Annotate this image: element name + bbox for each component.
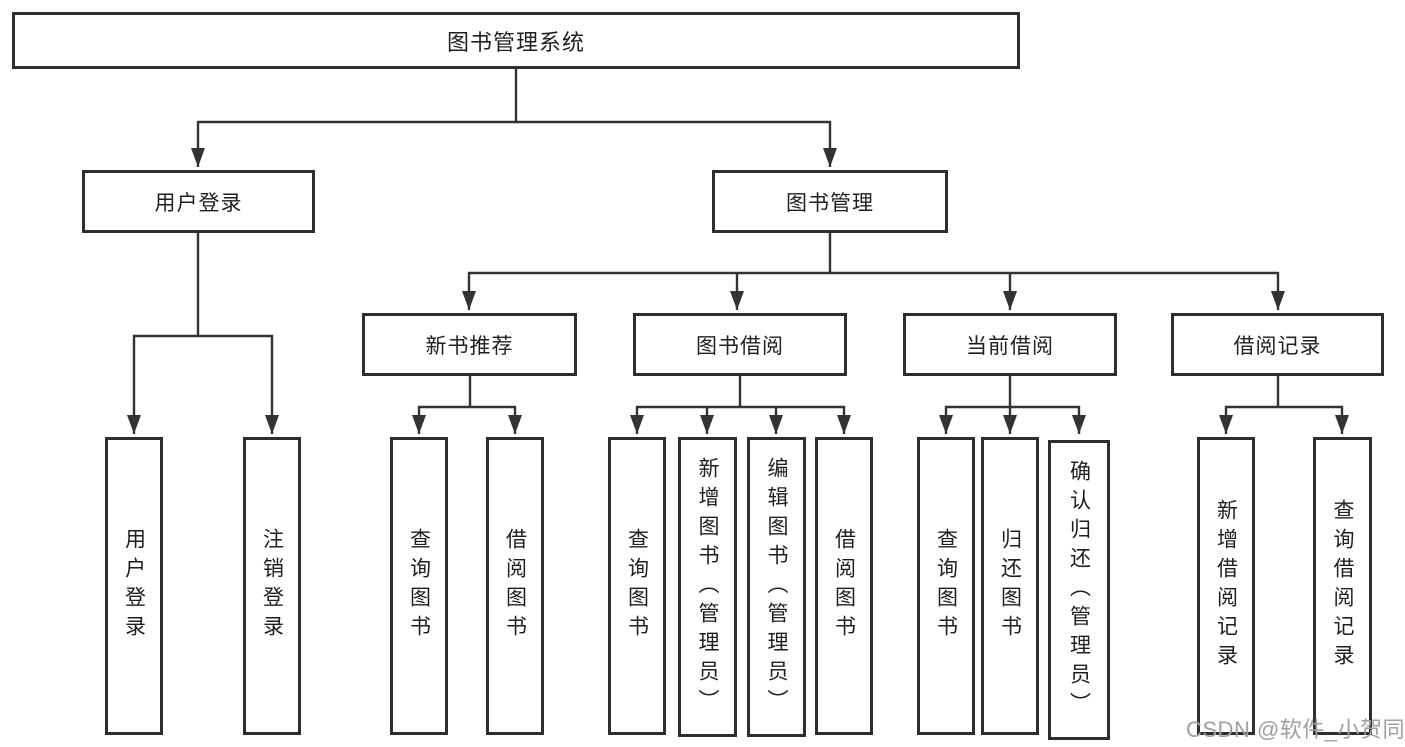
node-book-management: 图书管理 [712, 170, 948, 233]
node-label: 用户登录 [122, 528, 146, 644]
leaf-confirm-return-admin: 确认归还（管理员） [1048, 440, 1110, 740]
node-new-book-recommend: 新书推荐 [362, 313, 577, 376]
node-label: 图书管理 [786, 191, 874, 215]
node-label: 用户登录 [154, 191, 243, 215]
leaf-query-books-3: 查询图书 [917, 437, 975, 735]
node-label: 图书管理系统 [446, 29, 585, 55]
node-book-borrow: 图书借阅 [633, 313, 847, 376]
leaf-add-borrow-record: 新增借阅记录 [1197, 437, 1255, 735]
node-label: 注销登录 [260, 528, 284, 644]
node-current-borrow: 当前借阅 [903, 313, 1117, 376]
node-label: 新增借阅记录 [1214, 499, 1238, 673]
leaf-edit-books-admin: 编辑图书（管理员） [747, 437, 806, 737]
leaf-query-books-2: 查询图书 [608, 437, 666, 735]
node-label: 新书推荐 [425, 334, 514, 358]
node-label: 借阅图书 [503, 528, 527, 644]
leaf-user-login: 用户登录 [105, 437, 163, 735]
node-user-login: 用户登录 [82, 170, 315, 233]
leaf-borrow-books-2: 借阅图书 [815, 437, 873, 735]
watermark-text: CSDN @软件_小贺同学 [1186, 717, 1405, 742]
leaf-add-books-admin: 新增图书（管理员） [678, 437, 737, 737]
leaf-borrow-books-1: 借阅图书 [486, 437, 544, 735]
node-label: 查询借阅记录 [1331, 499, 1354, 673]
node-borrow-records: 借阅记录 [1171, 313, 1384, 376]
leaf-return-books: 归还图书 [981, 437, 1039, 735]
leaf-logout: 注销登录 [243, 437, 301, 735]
leaf-query-borrow-record: 查询借阅记录 [1313, 437, 1372, 735]
node-label: 归还图书 [998, 528, 1022, 644]
node-root: 图书管理系统 [12, 12, 1020, 69]
node-label: 查询图书 [934, 528, 958, 644]
node-label: 新增图书（管理员） [696, 456, 719, 718]
node-label: 图书借阅 [696, 334, 784, 358]
node-label: 查询图书 [407, 528, 431, 644]
node-label: 借阅记录 [1233, 334, 1322, 358]
node-label: 编辑图书（管理员） [765, 456, 788, 718]
node-label: 查询图书 [625, 528, 649, 644]
node-label: 确认归还（管理员） [1067, 459, 1091, 721]
node-label: 当前借阅 [966, 334, 1054, 358]
node-label: 借阅图书 [832, 528, 856, 644]
leaf-query-books-1: 查询图书 [390, 437, 448, 735]
